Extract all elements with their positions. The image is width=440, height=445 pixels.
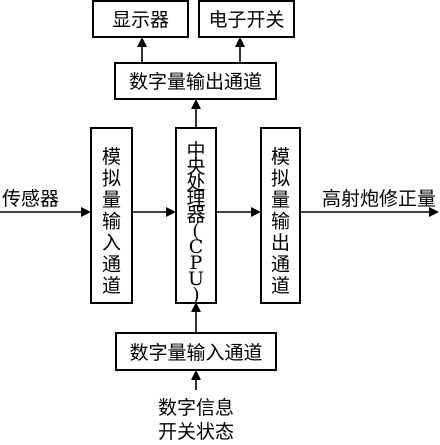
v-cpu-char: ): [192, 284, 199, 306]
v-aout-char: 量: [271, 189, 290, 211]
v-cpu-char: 中: [186, 140, 205, 162]
v-cpu-char: P: [190, 252, 203, 274]
v-ain-char: 入: [102, 232, 121, 254]
v-ain-char: 量: [102, 189, 121, 211]
output-label: 高射炮修正量: [322, 188, 436, 210]
arrowhead-right-ain: [81, 207, 91, 217]
digital-info-label: 数字信息: [158, 397, 234, 419]
arrowhead-up-din: [191, 370, 201, 380]
v-aout-char: 拟: [271, 168, 290, 190]
v-ain-char: 模: [102, 146, 121, 168]
arrowhead-up-switch: [235, 37, 245, 47]
digital-output-channel-label: 数字量输出通道: [129, 71, 262, 93]
electronic-switch-box: [198, 0, 295, 38]
digital-input-channel-box: [115, 332, 277, 371]
v-cpu-char: (: [192, 220, 199, 242]
arrowheads: [81, 37, 439, 380]
v-cpu-char: 器: [186, 204, 205, 226]
connections: [0, 45, 431, 390]
arrowhead-right-aout: [251, 207, 261, 217]
display-box: [92, 0, 189, 38]
digital-input-channel-label: 数字量输入通道: [129, 342, 262, 364]
arrowhead-right-cpu: [166, 207, 176, 217]
display-label: 显示器: [112, 9, 169, 31]
v-cpu-char: 处: [186, 172, 205, 194]
sensor-label: 传感器: [2, 188, 59, 210]
v-cpu-char: U: [188, 268, 204, 290]
v-cpu-char: 理: [186, 188, 205, 210]
analog-output-channel-box: [260, 127, 301, 304]
v-aout-char: 道: [271, 275, 290, 297]
v-aout-char: 出: [271, 232, 290, 254]
v-ain-char: 道: [102, 275, 121, 297]
v-aout-char: 通: [271, 254, 290, 276]
v-aout-char: 输: [271, 211, 290, 233]
block-boxes: [90, 0, 301, 371]
arrowhead-up-cpu: [191, 302, 201, 312]
switch-state-label: 开关状态: [158, 421, 234, 443]
v-ain-char: 通: [102, 254, 121, 276]
analog-input-channel-box: [90, 127, 133, 304]
v-ain-char: 输: [102, 211, 121, 233]
v-cpu-char: C: [189, 236, 204, 258]
electronic-switch-label: 电子开关: [208, 9, 284, 31]
digital-output-channel-box: [114, 62, 277, 100]
v-ain-char: 拟: [102, 168, 121, 190]
arrowhead-up-dout: [191, 99, 201, 109]
arrowhead-up-display: [137, 37, 147, 47]
v-cpu-char: 央: [186, 156, 205, 178]
arrowhead-right-output: [429, 207, 439, 217]
cpu-box: [175, 127, 217, 304]
v-aout-char: 模: [271, 146, 290, 168]
